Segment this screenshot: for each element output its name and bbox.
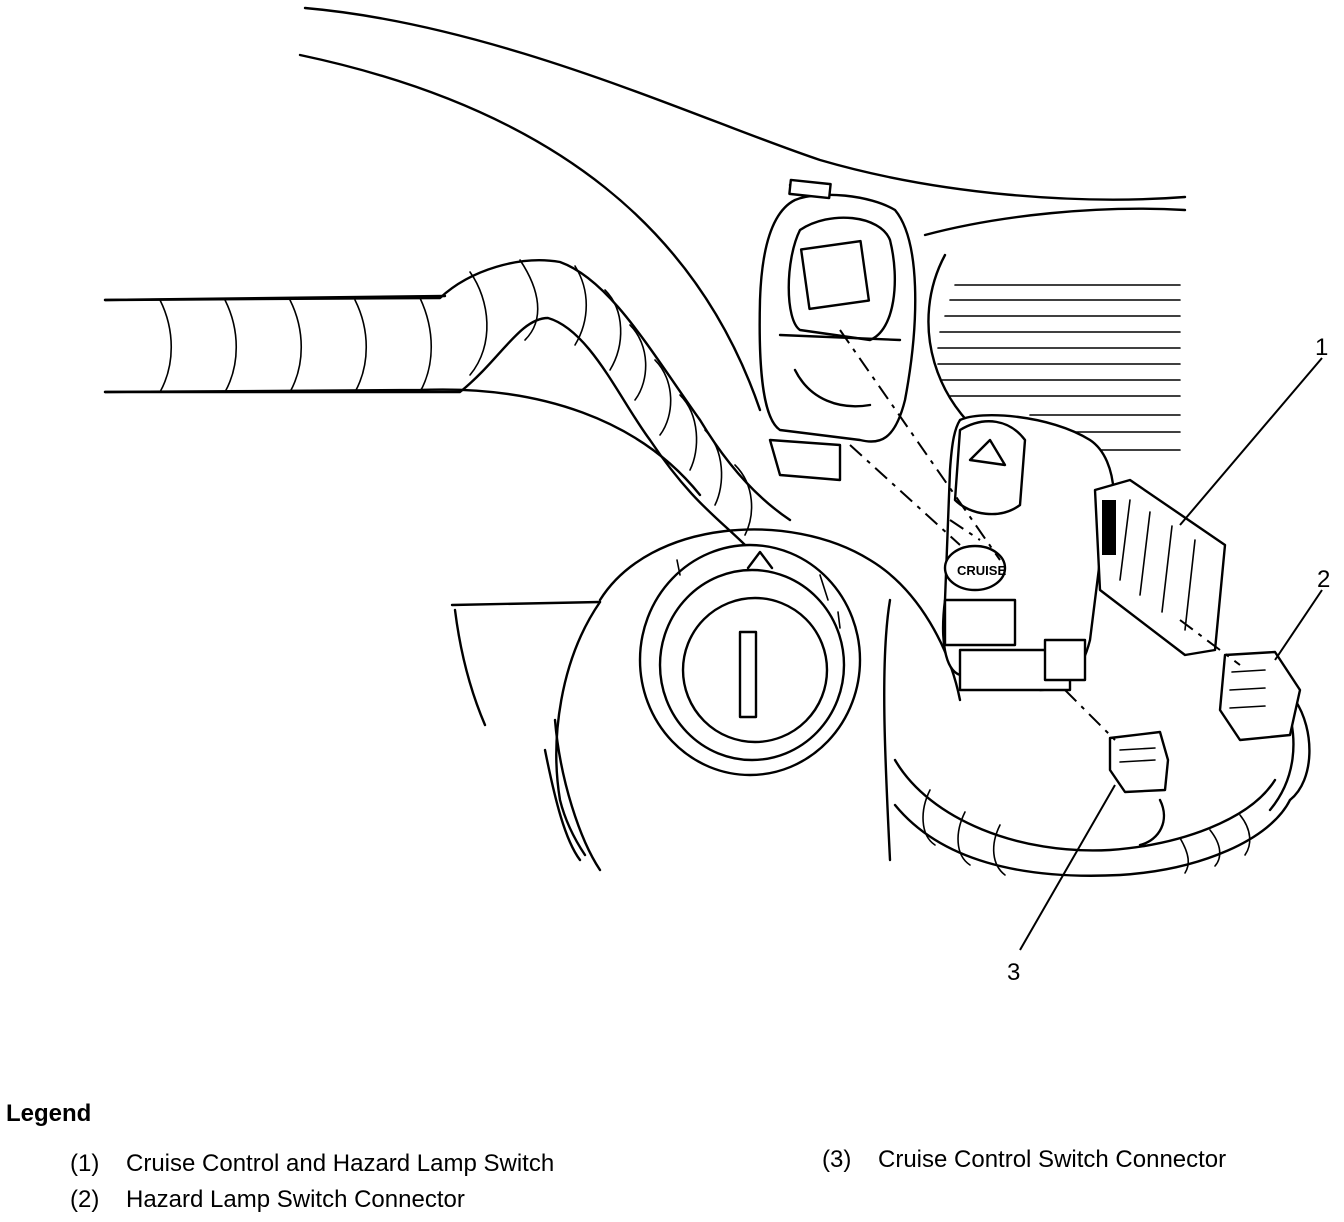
cruise-button-text: CRUISE	[957, 563, 1006, 578]
legend-item-number: (1)	[70, 1150, 100, 1177]
callout-2-leader	[1274, 589, 1323, 661]
wiring-harness-upper	[103, 259, 792, 547]
callout-3-leader	[1019, 784, 1116, 951]
legend-item-label: Hazard Lamp Switch Connector	[126, 1186, 465, 1213]
callout-1-leader	[1179, 357, 1323, 526]
wiring-harness-lower	[893, 698, 1311, 877]
cruise-hazard-switch-assembly: CRUISE	[942, 413, 1227, 692]
legend-item-2: (2) Hazard Lamp Switch Connector	[70, 1186, 465, 1214]
hazard-lamp-switch-connector	[1218, 650, 1302, 742]
ignition-lock-cylinder	[638, 543, 862, 777]
legend-item-number: (3)	[822, 1146, 852, 1173]
legend-item-1: (1) Cruise Control and Hazard Lamp Switch	[70, 1150, 554, 1178]
switch-installation-diagram: CRUISE 1 2 3	[103, 6, 1330, 986]
legend-title: Legend	[6, 1100, 92, 1127]
vent-louvers	[937, 284, 1181, 451]
legend-item-label: Cruise Control Switch Connector	[878, 1146, 1227, 1173]
alignment-lines	[839, 329, 1241, 741]
cruise-control-switch-connector	[1108, 730, 1170, 794]
callout-1: 1	[1315, 334, 1328, 361]
callout-2: 2	[1317, 566, 1330, 593]
trim-bezel	[758, 178, 917, 482]
legend-item-label: Cruise Control and Hazard Lamp Switch	[126, 1150, 555, 1177]
legend-item-number: (2)	[70, 1186, 100, 1213]
legend-item-3: (3) Cruise Control Switch Connector	[822, 1146, 1226, 1174]
callout-3: 3	[1007, 959, 1020, 986]
steering-column-shroud	[450, 528, 962, 872]
